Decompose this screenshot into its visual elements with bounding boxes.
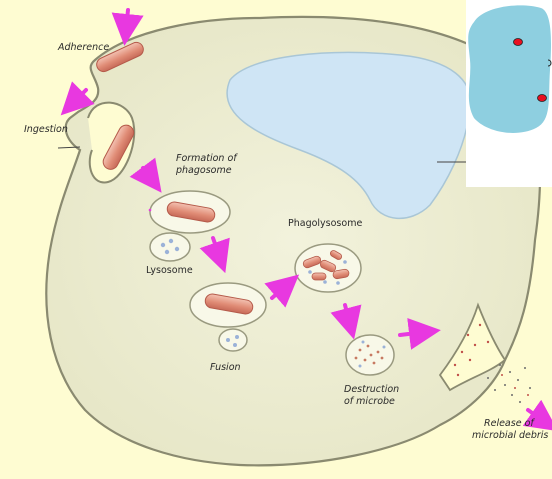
formation-label-line2: phagosome bbox=[176, 165, 232, 176]
destruction-label-line1: Destruction bbox=[344, 384, 399, 395]
inset-blob bbox=[468, 5, 551, 133]
fusion-label: Fusion bbox=[210, 362, 241, 373]
lysosome bbox=[150, 233, 190, 261]
release-label-line2: microbial debris bbox=[472, 430, 548, 441]
formation-label-line1: Formation of bbox=[176, 153, 237, 164]
inset-dot bbox=[538, 95, 547, 102]
ingestion-label: Ingestion bbox=[24, 124, 68, 135]
fusing-lysosome bbox=[219, 329, 247, 351]
inset-dot bbox=[514, 39, 523, 46]
inset-canvas bbox=[466, 0, 552, 187]
phagolysosome-label: Phagolysosome bbox=[288, 218, 362, 229]
lysosome-label: Lysosome bbox=[146, 265, 193, 276]
destruction-label-line2: of microbe bbox=[344, 396, 395, 407]
arrow-icon bbox=[126, 10, 128, 30]
arrow-icon bbox=[72, 90, 86, 104]
adherence-label: Adherence bbox=[58, 42, 109, 53]
inset-panel bbox=[466, 0, 552, 187]
release-label-line1: Release of bbox=[484, 418, 534, 429]
